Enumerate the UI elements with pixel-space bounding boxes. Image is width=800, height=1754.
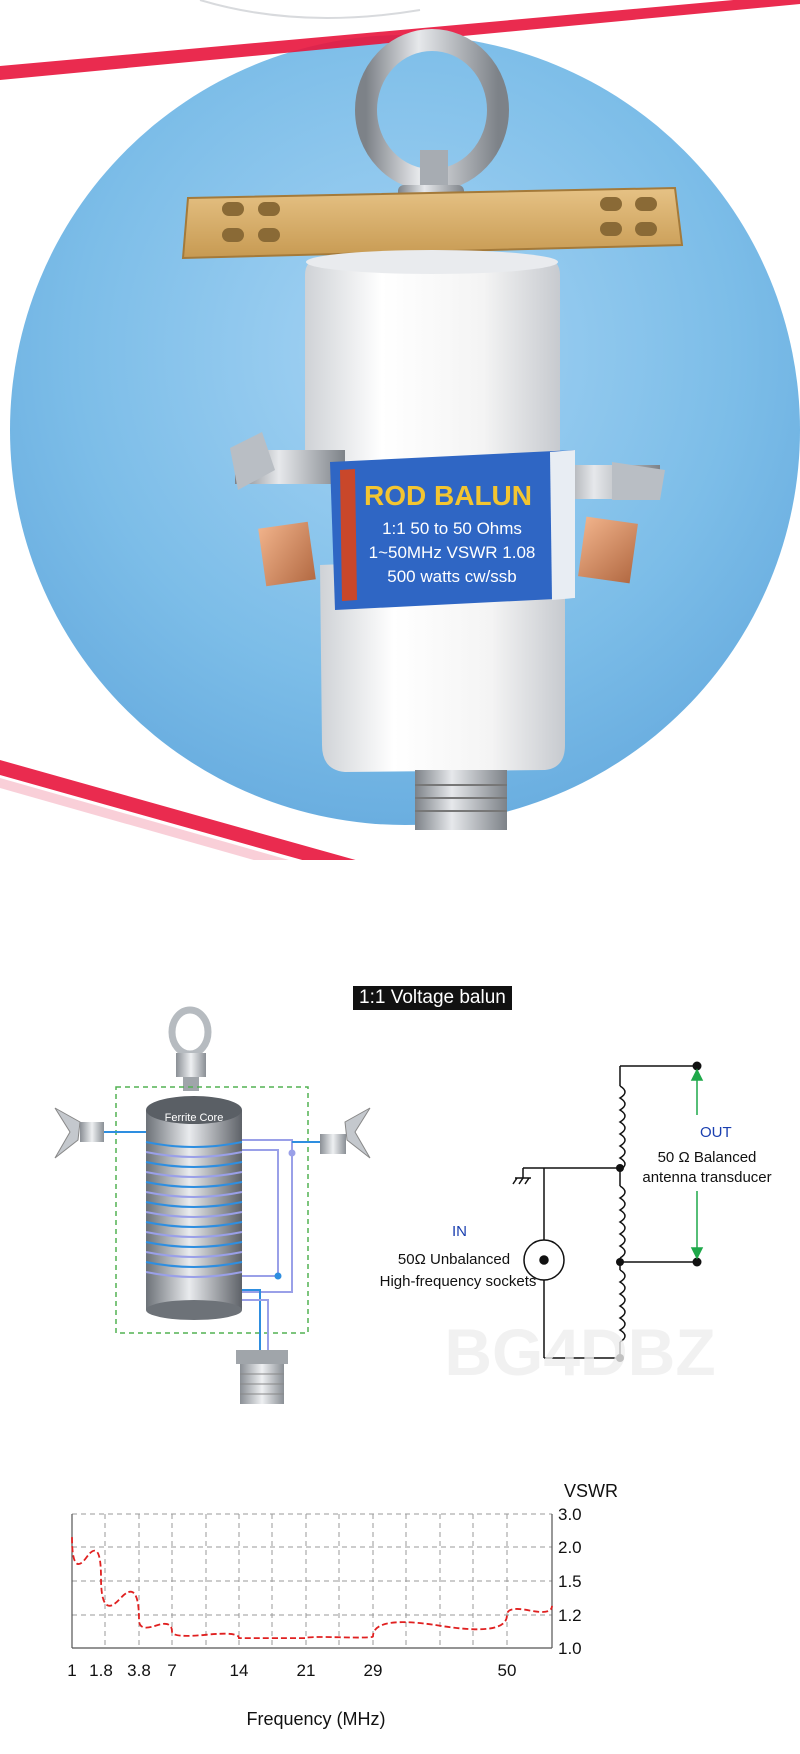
- x-tick-label: 1.8: [89, 1661, 113, 1680]
- label-brand: ROD BALUN: [364, 480, 532, 511]
- out-label: OUT: [700, 1124, 732, 1141]
- vswr-series: [71, 1537, 553, 1639]
- eyebolt-icon: [168, 1006, 212, 1091]
- rod-balun-label: ROD BALUN 1:1 50 to 50 Ohms 1~50MHz VSWR…: [330, 450, 575, 610]
- core-label: Ferrite Core: [165, 1112, 224, 1124]
- windings: [145, 1141, 243, 1278]
- balun-body-top: [305, 258, 560, 465]
- product-photo: M6 ROD BALUN 1:1 50 to 50 Ohms 1~50MHz V…: [0, 0, 800, 860]
- y-tick-label: 1.5: [558, 1572, 582, 1591]
- y-tick-label: 1.2: [558, 1606, 582, 1625]
- y-tick-labels: 3.0 2.0 1.5 1.2 1.0: [558, 1505, 582, 1658]
- y-tick-label: 1.0: [558, 1639, 582, 1658]
- in-label: IN: [452, 1223, 467, 1240]
- balun-schematic: [512, 1065, 697, 1359]
- wing-nut-left-icon: [54, 1107, 104, 1159]
- x-tick-labels: 1 1.8 3.8 7 14 21 29 50: [67, 1661, 516, 1680]
- red-stripe-bottom: [0, 760, 356, 860]
- x-tick-label: 29: [364, 1661, 383, 1680]
- y-tick-label: 3.0: [558, 1505, 582, 1524]
- so239-connector-icon: [236, 1350, 288, 1404]
- x-tick-label: 14: [230, 1661, 249, 1680]
- out-desc-1: 50 Ω Balanced: [658, 1149, 757, 1166]
- left-terminal: [230, 432, 345, 587]
- x-tick-label: 1: [67, 1661, 76, 1680]
- diagram-title: 1:1 Voltage balun: [353, 986, 512, 1010]
- balun-enclosure-outline: [115, 1086, 309, 1334]
- x-tick-label: 3.8: [127, 1661, 151, 1680]
- in-desc-1: 50Ω Unbalanced: [398, 1251, 510, 1268]
- chart-grid: [72, 1513, 552, 1648]
- vswr-curve: [71, 1537, 553, 1639]
- x-tick-label: 50: [498, 1661, 517, 1680]
- out-desc-2: antenna transducer: [642, 1169, 771, 1186]
- y-axis-label: VSWR: [564, 1481, 618, 1501]
- chart-axes: [71, 1514, 553, 1649]
- in-desc-2: High-frequency sockets: [380, 1273, 537, 1290]
- label-line3: 500 watts cw/ssb: [387, 567, 516, 586]
- x-axis-label: Frequency (MHz): [246, 1709, 385, 1729]
- wiring-diagram: Ferrite Core: [54, 1006, 778, 1404]
- y-tick-label: 2.0: [558, 1538, 582, 1557]
- x-tick-label: 21: [297, 1661, 316, 1680]
- x-tick-label: 7: [167, 1661, 176, 1680]
- bottom-connector: [415, 770, 507, 830]
- mounting-plate: [181, 186, 684, 260]
- watermark: BG4DBZ: [444, 1315, 715, 1389]
- label-line1: 1:1 50 to 50 Ohms: [382, 519, 522, 538]
- vswr-chart: 3.0 2.0 1.5 1.2 1.0 1 1.8 3.8 7 14 21 29 50 VSWR Fr…: [67, 1481, 618, 1729]
- balun-body-bottom: [320, 555, 565, 772]
- connection-wires: [104, 1131, 320, 1350]
- wing-nut-right-icon: [320, 1107, 371, 1159]
- schematic-nodes: [616, 1061, 702, 1362]
- label-line2: 1~50MHz VSWR 1.08: [369, 543, 536, 562]
